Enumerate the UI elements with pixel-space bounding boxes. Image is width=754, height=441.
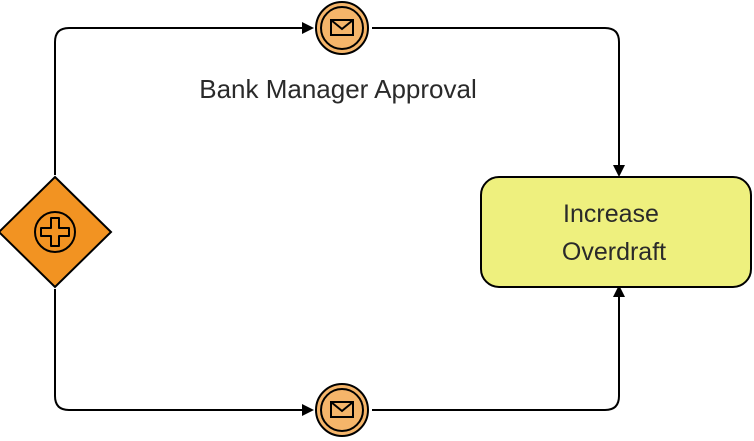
flow-bottom-event-to-task[interactable] [372,285,625,411]
envelope-icon [330,401,354,418]
flow-top-event-to-task[interactable] [372,27,625,177]
task-label-line1: Increase [563,200,659,228]
flow-gateway-to-top-event[interactable] [54,22,314,175]
task-label-line2: Overdraft [562,238,666,266]
task-increase-overdraft[interactable]: Increase Overdraft [480,176,752,288]
parallel-gateway[interactable] [0,175,113,289]
flow-gateway-to-bottom-event[interactable] [54,289,314,416]
message-event-bottom[interactable] [315,383,369,437]
plus-icon [34,211,76,253]
flow-label-bank-manager-approval: Bank Manager Approval [199,74,477,104]
envelope-icon [330,19,354,36]
message-event-top[interactable] [315,1,369,55]
